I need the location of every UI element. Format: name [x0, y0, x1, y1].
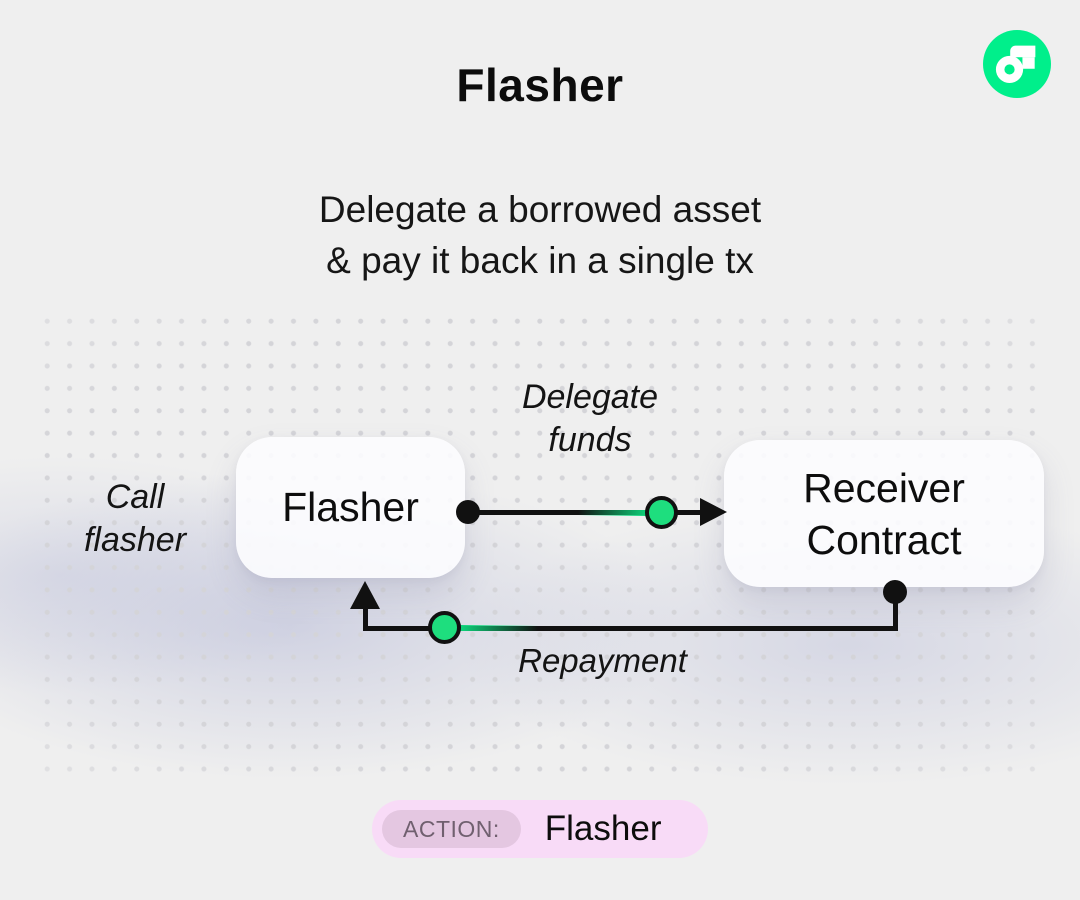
flasher-node-label: Flasher — [282, 484, 419, 530]
repayment-edge-down-line — [892, 592, 898, 630]
receiver-contract-node: Receiver Contract — [724, 440, 1044, 587]
repayment-edge-token-circle — [428, 611, 461, 644]
delegate-funds-label: Delegate funds — [470, 376, 710, 462]
repayment-edge-arrowhead-icon — [350, 581, 380, 609]
repayment-edge-horizontal-line — [362, 625, 898, 631]
repayment-edge-green-trail — [460, 625, 538, 631]
action-pill: ACTION: Flasher — [372, 800, 708, 858]
flow-logo-icon — [983, 30, 1051, 98]
repayment-edge-start-dot — [883, 580, 907, 604]
delegate-edge-green-trail — [578, 509, 648, 516]
call-flasher-label: Call flasher — [35, 476, 235, 562]
action-value: Flasher — [544, 809, 662, 848]
call-flasher-line-2: flasher — [83, 521, 187, 559]
action-badge: ACTION: — [382, 810, 521, 848]
call-flasher-line-1: Call — [105, 478, 165, 516]
repayment-label: Repayment — [518, 642, 687, 679]
delegate-edge-arrowhead-icon — [700, 498, 727, 526]
receiver-node-line-2: Contract — [806, 516, 962, 563]
repayment-edge-up-line — [362, 598, 368, 628]
subtitle-line-2: & pay it back in a single tx — [326, 240, 754, 281]
receiver-node-label: Receiver Contract — [803, 462, 965, 566]
delegate-edge-start-dot — [456, 500, 480, 524]
subtitle-line-1: Delegate a borrowed asset — [318, 189, 762, 230]
page-subtitle: Delegate a borrowed asset & pay it back … — [0, 184, 1080, 286]
page-title: Flasher — [456, 59, 624, 111]
delegate-edge-token-circle — [645, 496, 678, 529]
delegate-funds-line-1: Delegate — [521, 378, 659, 416]
receiver-node-line-1: Receiver — [803, 464, 965, 511]
flasher-node: Flasher — [236, 437, 465, 578]
delegate-funds-line-2: funds — [548, 421, 632, 459]
